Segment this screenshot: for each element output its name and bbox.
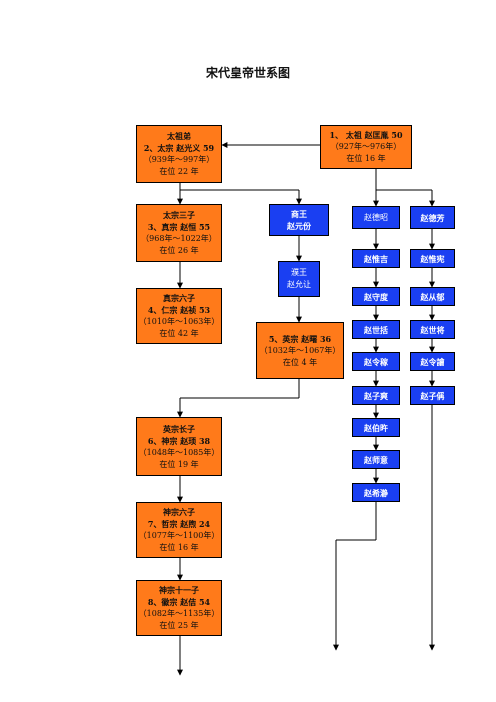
emperor-name: 3、真宗 赵恒 55 <box>147 222 211 232</box>
prince-title: 濮王 <box>291 268 307 277</box>
emperor-box-taizong: 太祖弟 2、太宗 赵光义 59 （939年～997年） 在位 22 年 <box>136 125 222 183</box>
reign-years: 在位 26 年 <box>159 246 199 255</box>
relation: 真宗六子 <box>163 293 195 303</box>
emperor-name: 6、神宗 赵顼 38 <box>147 435 211 446</box>
descendant-box-a-6: 赵伯旿 <box>352 418 400 437</box>
descendant-box-b-1: 赵惟宪 <box>410 249 455 268</box>
descendant-box-b-2: 赵从郁 <box>410 287 455 306</box>
life-years: （1077年～1100年） <box>138 531 220 540</box>
life-years: （1032年～1067年） <box>259 345 341 355</box>
reign-years: 在位 4 年 <box>282 357 318 367</box>
life-years: （939年～997年） <box>143 155 215 164</box>
descendant-box-b-4: 赵令譮 <box>410 352 455 371</box>
life-years: （968年～1022年） <box>141 234 217 243</box>
emperor-box-shenzong: 英宗长子 6、神宗 赵顼 38 （1048年～1085年） 在位 19 年 <box>136 417 222 476</box>
relation: 英宗长子 <box>163 423 195 434</box>
prince-name: 赵允让 <box>287 280 311 289</box>
prince-box-pu-wang: 濮王 赵允让 <box>278 261 320 297</box>
prince-name: 赵元份 <box>287 221 311 231</box>
relation: 太宗三子 <box>163 210 195 220</box>
descendant-box-a-3: 赵世括 <box>352 320 400 339</box>
reign-years: 在位 42 年 <box>159 329 199 338</box>
descendant-box-a-5: 赵子爽 <box>352 386 400 405</box>
relation: 神宗六子 <box>163 507 195 517</box>
relation: 太祖弟 <box>167 131 191 141</box>
emperor-box-zhezong: 神宗六子 7、哲宗 赵煦 24 （1077年～1100年） 在位 16 年 <box>136 502 222 558</box>
descendant-box-a-8: 赵希瀞 <box>352 483 400 502</box>
descendant-box-a-2: 赵守度 <box>352 287 400 306</box>
descendant-box-b-0: 赵德芳 <box>410 206 455 229</box>
life-years: （927年～976年） <box>330 142 402 151</box>
emperor-name: 7、哲宗 赵煦 24 <box>147 519 211 529</box>
relation: 神宗十一子 <box>159 585 199 595</box>
descendant-box-a-0: 赵德昭 <box>352 206 400 229</box>
emperor-name: 8、徽宗 赵佶 54 <box>147 597 211 607</box>
descendant-box-a-1: 赵惟吉 <box>352 249 400 268</box>
reign-years: 在位 22 年 <box>159 167 199 176</box>
page-title: 宋代皇帝世系图 <box>205 66 290 80</box>
reign-years: 在位 16 年 <box>159 543 199 552</box>
reign-years: 在位 19 年 <box>159 459 199 469</box>
emperor-box-zhenzong: 太宗三子 3、真宗 赵恒 55 （968年～1022年） 在位 26 年 <box>136 204 222 262</box>
emperor-box-huizong: 神宗十一子 8、徽宗 赵佶 54 （1082年～1135年） 在位 25 年 <box>136 580 222 636</box>
emperor-name: 4、仁宗 赵祯 53 <box>147 305 211 315</box>
emperor-box-taizu: 1、 太祖 赵匡胤 50 （927年～976年） 在位 16 年 <box>320 125 412 169</box>
prince-box-shang-wang: 商王 赵元份 <box>269 204 329 236</box>
emperor-name: 5、英宗 赵曙 36 <box>268 333 332 344</box>
emperor-name: 1、 太祖 赵匡胤 50 <box>329 130 403 140</box>
prince-title: 商王 <box>291 209 307 219</box>
life-years: （1048年～1085年） <box>138 447 220 457</box>
descendant-box-b-5: 赵子偁 <box>410 386 455 405</box>
descendant-box-b-3: 赵世将 <box>410 320 455 339</box>
life-years: （1082年～1135年） <box>138 609 220 618</box>
descendant-box-a-4: 赵令稼 <box>352 352 400 371</box>
life-years: （1010年～1063年） <box>138 317 220 326</box>
descendant-box-a-7: 赵师意 <box>352 450 400 469</box>
emperor-box-yingzong: 5、英宗 赵曙 36 （1032年～1067年） 在位 4 年 <box>256 322 344 379</box>
emperor-name: 2、太宗 赵光义 59 <box>143 143 215 153</box>
emperor-box-renzong: 真宗六子 4、仁宗 赵祯 53 （1010年～1063年） 在位 42 年 <box>136 288 222 344</box>
reign-years: 在位 25 年 <box>159 621 199 630</box>
reign-years: 在位 16 年 <box>346 154 386 163</box>
